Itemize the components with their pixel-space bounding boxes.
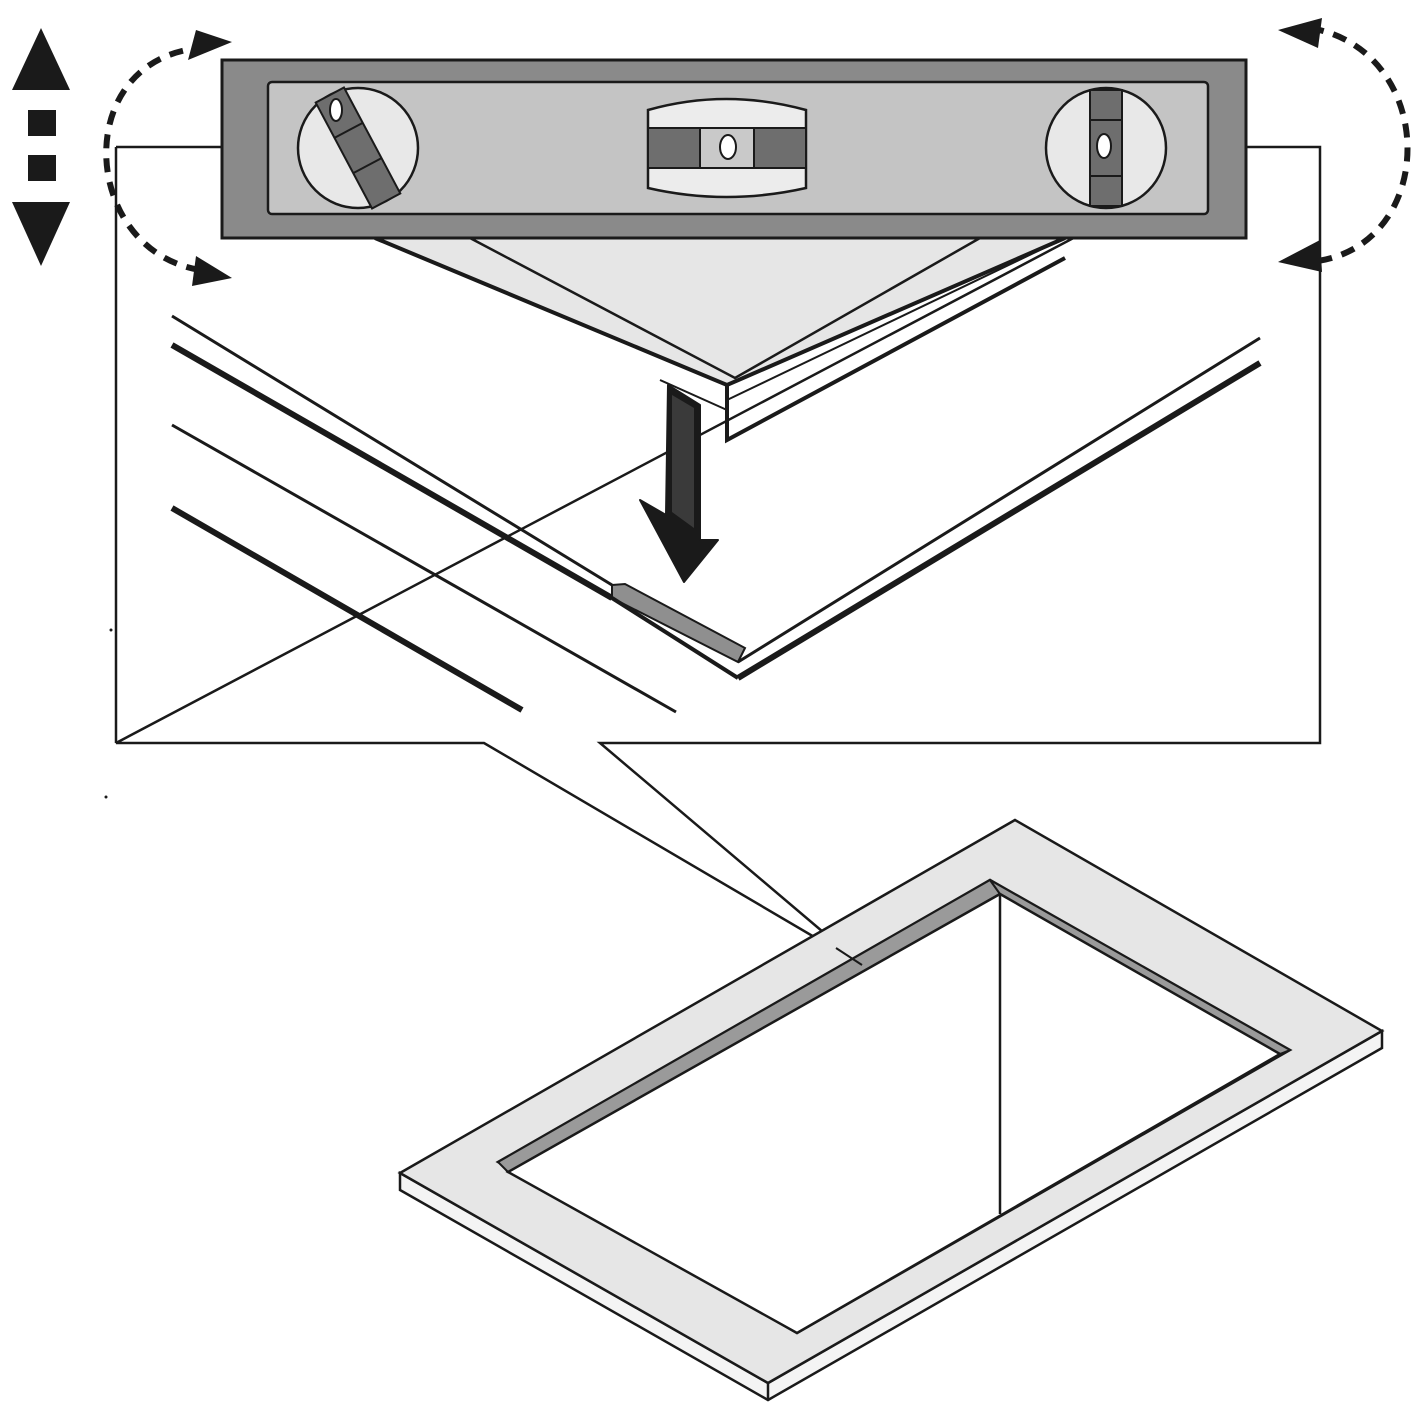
picture-frame bbox=[397, 818, 1385, 1402]
recess-strip bbox=[611, 582, 747, 664]
down-arrow-icon bbox=[639, 384, 719, 583]
wall-edge-line-3 bbox=[171, 423, 677, 714]
wall-edge-line-4 bbox=[170, 505, 524, 713]
wall-edge-line-1 bbox=[171, 314, 613, 587]
center-vial bbox=[646, 97, 808, 199]
frame-opening bbox=[505, 892, 1283, 1335]
corner-inner-edge bbox=[469, 236, 981, 380]
left-vial bbox=[296, 86, 420, 210]
curved-dashed-arrow-icon bbox=[103, 30, 232, 286]
frame-corner-detail bbox=[170, 236, 1262, 714]
curved-dashed-arrow-icon bbox=[1278, 18, 1411, 272]
right-vial bbox=[1044, 86, 1168, 210]
corner-face bbox=[375, 238, 1065, 385]
wall-edge-line-2 bbox=[170, 342, 614, 601]
up-down-double-arrow-icon bbox=[12, 28, 70, 266]
wall-edge-line-6 bbox=[736, 360, 1262, 681]
corner-lip bbox=[725, 256, 1066, 444]
spirit-level bbox=[220, 58, 1248, 240]
wall-edge-line-5 bbox=[737, 336, 1261, 664]
